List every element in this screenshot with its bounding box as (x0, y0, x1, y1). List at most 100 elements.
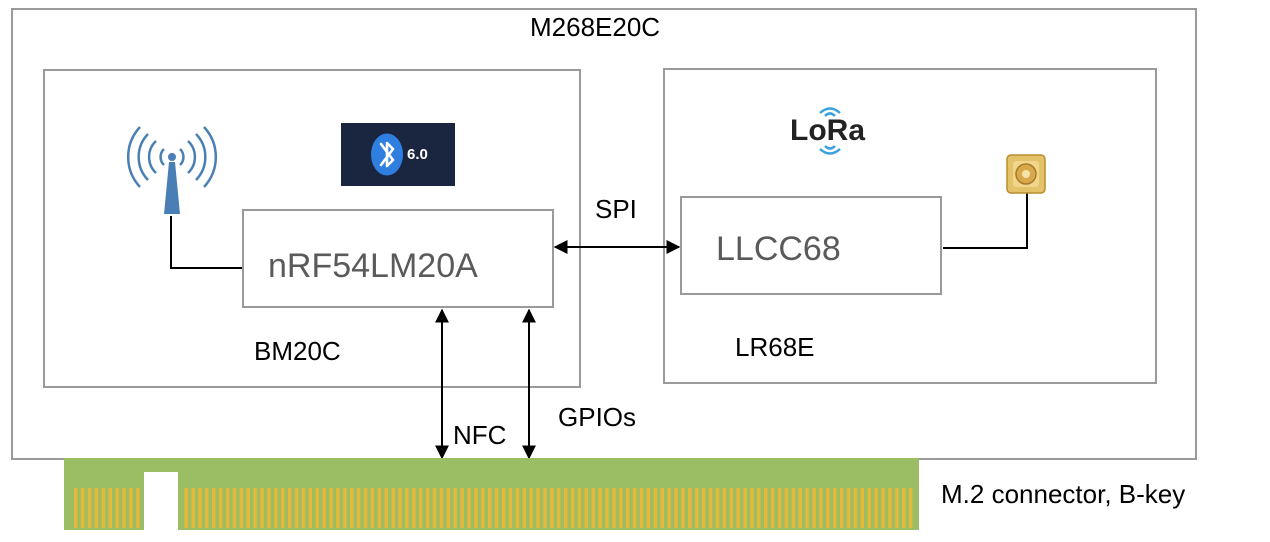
m2-pin (750, 488, 754, 528)
m2-pin (239, 488, 244, 528)
m2-pin (570, 488, 575, 528)
bluetooth-version: 6.0 (407, 146, 428, 163)
lora-logo-text: LoRa (790, 114, 865, 147)
m2-pin (577, 488, 582, 528)
m2-pin (839, 488, 844, 528)
m2-pin (460, 488, 464, 528)
chip-llcc68 (680, 196, 942, 295)
m2-pin (343, 488, 347, 528)
m2-pin (605, 488, 609, 528)
m2-pin (674, 488, 678, 528)
m2-pin (439, 488, 444, 528)
m2-pin (425, 488, 430, 528)
m2-pin (80, 488, 85, 528)
m2-pin (819, 488, 823, 528)
module-title: M268E20C (530, 12, 661, 42)
m2-pin (294, 488, 299, 528)
m2-pin (191, 488, 195, 528)
m2-pin (895, 488, 899, 528)
m2-pin (474, 488, 478, 528)
m2-pin (619, 488, 623, 528)
m2-pin (398, 488, 402, 528)
m2-pin (453, 488, 457, 528)
m2-pin (322, 488, 326, 528)
nfc-label: NFC (453, 420, 507, 450)
m2-pin (522, 488, 526, 528)
m2-pin (598, 488, 602, 528)
antenna-icon (126, 126, 218, 214)
bluetooth-icon: 6.0 (341, 123, 455, 186)
m2-pin (405, 488, 409, 528)
m2-pin (412, 488, 416, 528)
m2-pin (888, 488, 892, 528)
m2-pin (722, 488, 727, 528)
block-bm20c-label: BM20C (254, 336, 341, 366)
m2-pin (370, 488, 375, 528)
m2-pin (543, 488, 547, 528)
m2-pin (446, 488, 451, 528)
m2-pin (667, 488, 671, 528)
m2-pin (660, 488, 664, 528)
m2-pin (701, 488, 706, 528)
ufl-connector-icon (1006, 154, 1046, 194)
m2-pin (494, 488, 499, 528)
m2-pin (129, 488, 133, 528)
m2-pin (260, 488, 264, 528)
m2-pin (860, 488, 865, 528)
m2-pin (508, 488, 513, 528)
m2-pin (94, 488, 99, 528)
m2-pin (384, 488, 388, 528)
m2-pin (253, 488, 257, 528)
m2-pin (136, 488, 140, 528)
m2-pin (115, 488, 119, 528)
m2-pin (584, 488, 589, 528)
m2-pin (419, 488, 423, 528)
m2-pin (591, 488, 595, 528)
m2-pin (846, 488, 851, 528)
m2-pin (308, 488, 313, 528)
m2-pin (432, 488, 437, 528)
m2-pin (74, 488, 78, 528)
m2-pin (122, 488, 126, 528)
m2-pin (205, 488, 209, 528)
m2-pin (391, 488, 395, 528)
m2-pin (301, 488, 306, 528)
m2-pin (881, 488, 885, 528)
m2-pin (87, 488, 92, 528)
m2-pin (639, 488, 644, 528)
m2-pin (826, 488, 830, 528)
m2-pin (501, 488, 506, 528)
m2-pin (784, 488, 789, 528)
chip-nrf54lm20a-label: nRF54LM20A (268, 247, 478, 285)
m2-pin (481, 488, 485, 528)
m2-pin (198, 488, 202, 528)
m2-pin (681, 488, 685, 528)
block-lr68e-label: LR68E (735, 332, 815, 362)
m2-pin (805, 488, 809, 528)
chip-llcc68-label: LLCC68 (716, 230, 841, 268)
m2-pin (777, 488, 782, 528)
m2-pin (695, 488, 699, 528)
gpios-label: GPIOs (558, 402, 637, 432)
m2-connector-pins (74, 472, 913, 530)
spi-label: SPI (595, 194, 637, 224)
m2-pin (488, 488, 492, 528)
m2-pin (529, 488, 533, 528)
m2-pin (336, 488, 340, 528)
m2-pin (274, 488, 278, 528)
m2-pin (646, 488, 651, 528)
m2-pin (626, 488, 630, 528)
m2-pin (791, 488, 796, 528)
m2-pin (764, 488, 768, 528)
m2-pin (798, 488, 802, 528)
m2-pin (108, 488, 112, 528)
m2-pin (853, 488, 858, 528)
m2-pin (377, 488, 382, 528)
m2-pin (812, 488, 816, 528)
m2-pin (653, 488, 658, 528)
m2-pin (908, 488, 913, 528)
m2-pin (612, 488, 616, 528)
m2-pin (218, 488, 223, 528)
m2-pin (287, 488, 292, 528)
